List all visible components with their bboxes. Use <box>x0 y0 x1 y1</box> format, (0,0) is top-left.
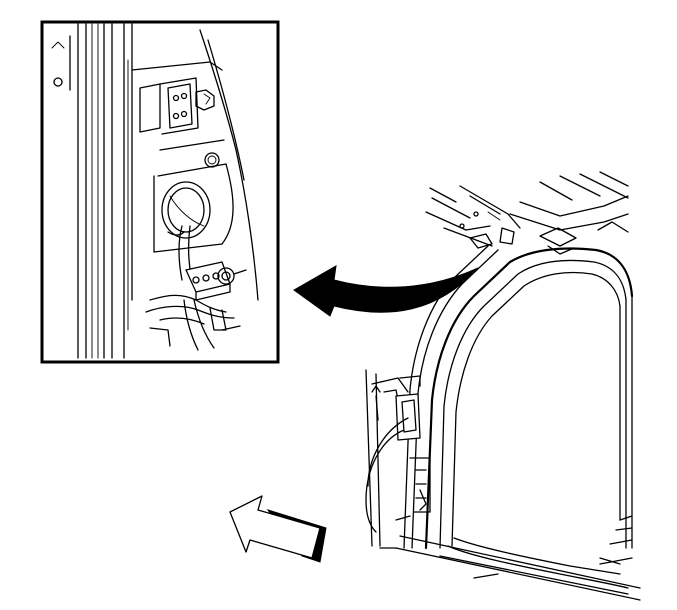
view-direction-arrow-icon <box>229 495 327 563</box>
detail-inset <box>40 20 280 364</box>
roof-section <box>425 171 629 255</box>
detail-inset-frame <box>40 20 280 364</box>
inset-grommet <box>161 181 211 239</box>
door-striker <box>599 515 633 565</box>
b-pillar-hardware <box>365 369 431 549</box>
inset-pillar-lines <box>51 23 133 359</box>
door-frame <box>403 245 634 550</box>
rocker-sill <box>395 535 641 601</box>
curved-arrow-icon <box>293 265 479 317</box>
inset-cable-bundle <box>145 294 241 351</box>
inset-bracket-panel <box>131 29 259 301</box>
main-vehicle-view <box>365 171 641 601</box>
inset-connector <box>185 261 247 301</box>
